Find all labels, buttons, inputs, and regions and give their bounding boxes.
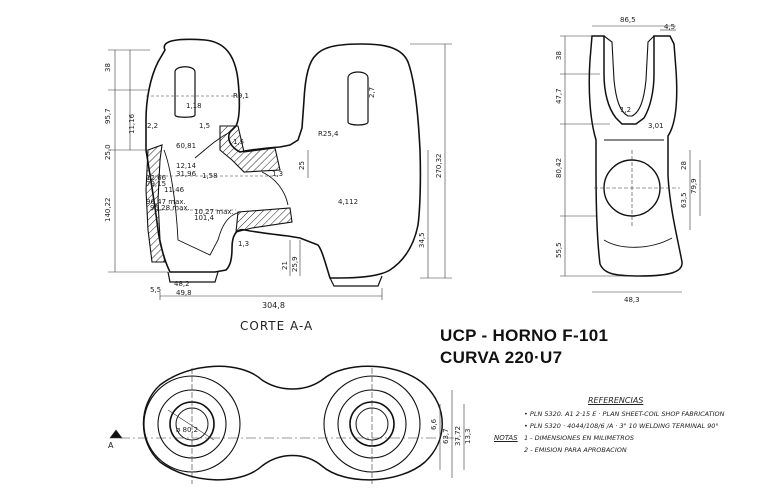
hatch-region-2 <box>145 144 166 263</box>
side-dim-8042: 80,42 <box>555 158 563 178</box>
dim-s1027: 10,27 max. <box>194 208 234 216</box>
side-inner-line <box>603 139 673 248</box>
dim-overall-width: 304,8 <box>262 301 285 310</box>
plan-dimension-lines <box>109 368 465 484</box>
dim-250: 25,0 <box>104 144 112 160</box>
main-dimension-lines <box>108 43 452 300</box>
dim-b498: 49,8 <box>176 289 192 297</box>
main-dimension-text: 38 95,7 25,0 140,22 270,32 34,5 25 21 25… <box>104 63 443 310</box>
dim-s27: 2,7 <box>368 87 376 98</box>
dim-s118: 1,18 <box>186 102 202 110</box>
dim-s1214: 12,14 <box>176 162 197 170</box>
drawing-title-line1: UCP - HORNO F-101 <box>440 326 609 345</box>
side-dim-121: 1,2 <box>620 106 631 114</box>
side-dim-top: 86,5 <box>620 16 636 24</box>
reference-item-2: • PLN 5320 · 4044/108/6 /A · 3" 10 WELDI… <box>524 422 719 430</box>
dim-s6081: 60,81 <box>176 142 196 150</box>
side-view <box>588 35 683 277</box>
dim-1116: 11,16 <box>128 113 136 134</box>
side-dim-555: 55,5 <box>555 242 563 258</box>
dim-s7915: 79,15 <box>146 180 166 188</box>
plan-dim-3772: 37,72 <box>454 426 462 446</box>
hatch-region-3 <box>235 207 293 233</box>
dim-lower-height: 140,22 <box>104 198 112 223</box>
left-lug-outline <box>145 38 422 279</box>
dim-259: 25,9 <box>291 256 299 272</box>
dim-s9528: 95,28 max. <box>150 204 190 212</box>
dim-s3196: 31,96 <box>176 170 197 178</box>
dim-s158: 1,58 <box>202 172 218 180</box>
dim-21: 21 <box>281 261 289 270</box>
side-dimension-text: 86,5 4,5 38 47,7 80,42 55,5 28 79,9 63,5… <box>555 16 698 304</box>
base-pad <box>167 271 383 287</box>
side-dim-301: 3,01 <box>648 122 664 130</box>
side-dim-483: 48,3 <box>624 296 640 304</box>
right-slot <box>347 71 369 126</box>
dim-s101: 101,4 <box>194 214 215 222</box>
section-label: CORTE A-A <box>240 319 314 333</box>
note-item-1: 1 - DIMENSIONES EN MILIMETROS <box>524 434 634 442</box>
side-outline <box>588 35 683 277</box>
dim-s1511: 1,5 <box>199 122 210 130</box>
section-marker-a: A <box>108 441 114 450</box>
note-item-2: 2 - EMISION PARA APROBACION <box>524 446 627 454</box>
side-dim-799: 79,9 <box>690 178 698 194</box>
dim-overall-height: 270,32 <box>435 154 443 179</box>
side-dim-635: 63,5 <box>680 192 688 208</box>
side-dim-28: 28 <box>680 161 688 170</box>
plan-dim-66: 6,6 <box>430 418 438 430</box>
reference-item-1: • PLN 5320. A1 2·15 E · PLAN SHEET-COIL … <box>524 410 725 418</box>
dim-s131: 1,3 <box>238 240 249 248</box>
dim-upper-height: 95,7 <box>104 108 112 124</box>
dim-s43: 2,2 <box>147 122 158 130</box>
references-heading: REFERENCIAS <box>588 396 644 405</box>
dim-s9647: 96,47 max. <box>146 198 186 206</box>
side-dimension-lines <box>560 25 701 293</box>
dim-s1356: 1,3 <box>272 170 283 178</box>
hatch-region-1 <box>219 125 281 173</box>
dim-345: 34,5 <box>418 232 426 248</box>
drawing-title-line2: CURVA 220·U7 <box>440 348 563 367</box>
plan-outline <box>142 365 443 481</box>
side-fork-inner <box>603 35 655 117</box>
dim-top-height: 38 <box>104 63 112 72</box>
left-slot <box>174 66 196 118</box>
dim-b482: 48,2 <box>174 280 190 288</box>
plan-dimension-text: ø 80,2 6,6 63,7 37,72 13,3 A <box>108 418 472 450</box>
dim-25: 25 <box>298 161 306 170</box>
plan-dim-133: 13,3 <box>464 428 472 444</box>
inner-contour <box>163 131 289 256</box>
side-dim-38: 38 <box>555 51 563 60</box>
dim-s15: 1,5 <box>233 138 244 146</box>
plan-dim-phi: ø 80,2 <box>176 426 198 434</box>
dim-s1146: 11,46 <box>164 186 185 194</box>
dim-s55: 5,5 <box>150 286 161 294</box>
dim-s254: R25,4 <box>318 130 339 138</box>
dim-s4112: 4,112 <box>338 198 358 206</box>
side-dim-45: 4,5 <box>664 23 675 31</box>
notes-heading: NOTAS <box>494 434 518 442</box>
plan-dim-637: 63,7 <box>442 428 450 444</box>
dim-s1266: 12,66 <box>146 174 167 182</box>
main-section-view <box>145 38 422 287</box>
dim-r91: R9,1 <box>233 92 249 100</box>
side-dim-477: 47,7 <box>555 88 563 104</box>
